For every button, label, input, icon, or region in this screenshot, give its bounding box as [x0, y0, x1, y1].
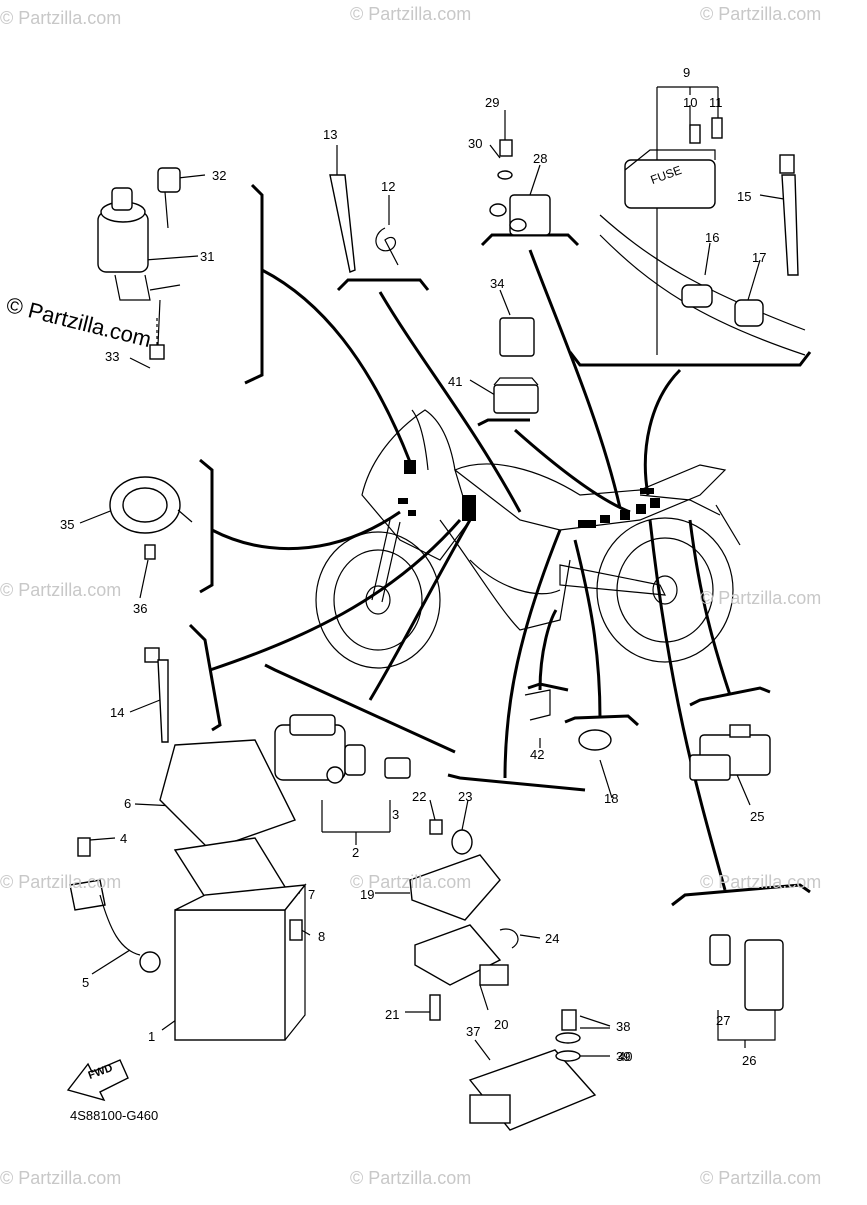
part-label-16[interactable]: 16	[705, 230, 720, 245]
part-label-15[interactable]: 15	[737, 189, 752, 204]
part-label-12[interactable]: 12	[381, 179, 396, 194]
clamps-part	[524, 689, 612, 751]
part-label-28[interactable]: 28	[533, 151, 548, 166]
watermark-faint-11: © Partzilla.com	[700, 1168, 822, 1188]
watermark-faint-3: © Partzilla.com	[700, 4, 822, 24]
part-label-37[interactable]: 37	[466, 1024, 481, 1039]
part-label-11[interactable]: 11	[709, 95, 723, 110]
part-label-32[interactable]: 32	[212, 168, 227, 183]
part-label-6[interactable]: 6	[124, 796, 132, 811]
part-label-41[interactable]: 41	[448, 374, 463, 389]
part-label-7[interactable]: 7	[308, 887, 316, 902]
part-label-31[interactable]: 31	[200, 249, 215, 264]
part-label-39[interactable]: 39	[616, 1049, 631, 1064]
watermark-faint-8: © Partzilla.com	[700, 872, 822, 892]
battery-part	[69, 739, 307, 1041]
part-label-8[interactable]: 8	[318, 929, 326, 944]
watermark-faint-4: © Partzilla.com	[0, 580, 122, 600]
relay-34-part	[493, 317, 539, 414]
part-label-17[interactable]: 17	[752, 250, 767, 265]
watermark-faint-9: © Partzilla.com	[0, 1168, 122, 1188]
fuse-box-part	[599, 117, 806, 356]
tie-14-part	[144, 647, 169, 743]
part-label-14[interactable]: 14	[110, 705, 125, 720]
motorcycle-outline	[315, 409, 741, 669]
part-label-42[interactable]: 42	[530, 747, 545, 762]
drawing-code: 4S88100-G460	[70, 1108, 159, 1123]
part-label-18[interactable]: 18	[604, 791, 619, 806]
part-label-35[interactable]: 35	[60, 517, 75, 532]
ecu-37-part	[468, 1009, 597, 1131]
part-label-36[interactable]: 36	[133, 601, 148, 616]
part-label-2[interactable]: 2	[352, 845, 360, 860]
part-label-29[interactable]: 29	[485, 95, 500, 110]
control-unit-part	[409, 819, 519, 1021]
part-label-33[interactable]: 33	[105, 349, 120, 364]
fwd-arrow-icon	[66, 1059, 129, 1102]
part-label-20[interactable]: 20	[494, 1017, 509, 1032]
part-label-25[interactable]: 25	[750, 809, 765, 824]
watermark-faint-7: © Partzilla.com	[350, 872, 472, 892]
part-label-9[interactable]: 9	[683, 65, 691, 80]
starter-relay-part	[274, 714, 411, 784]
part-label-34[interactable]: 34	[490, 276, 505, 291]
watermark-faint-10: © Partzilla.com	[350, 1168, 472, 1188]
part-label-22[interactable]: 22	[412, 789, 427, 804]
watermark-faint-6: © Partzilla.com	[0, 872, 122, 892]
part-label-19[interactable]: 19	[360, 887, 375, 902]
relay-26-part	[709, 934, 784, 1011]
ignition-switch-part	[97, 167, 181, 360]
part-label-5[interactable]: 5	[82, 975, 90, 990]
part-label-30[interactable]: 30	[468, 136, 483, 151]
part-label-24[interactable]: 24	[545, 931, 560, 946]
part-label-38[interactable]: 38	[616, 1019, 631, 1034]
part-label-10[interactable]: 10	[683, 95, 698, 110]
part-label-3[interactable]: 3	[392, 807, 400, 822]
relay-28-part	[489, 139, 551, 236]
ties-part	[329, 174, 399, 273]
part-label-4[interactable]: 4	[120, 831, 128, 846]
unit-25-part	[689, 724, 771, 781]
callout-lines	[79, 86, 812, 1061]
horn-part	[109, 476, 193, 560]
watermark-faint-1: © Partzilla.com	[0, 8, 122, 28]
part-label-13[interactable]: 13	[323, 127, 338, 142]
part-label-1[interactable]: 1	[148, 1029, 156, 1044]
part-label-21[interactable]: 21	[385, 1007, 400, 1022]
part-label-23[interactable]: 23	[458, 789, 473, 804]
part-label-26[interactable]: 26	[742, 1053, 757, 1068]
watermark-faint-5: © Partzilla.com	[700, 588, 822, 608]
part-label-27[interactable]: 27	[716, 1013, 731, 1028]
watermark-faint-2: © Partzilla.com	[350, 4, 472, 24]
part-label-40-visible[interactable]: 40	[618, 1049, 633, 1064]
